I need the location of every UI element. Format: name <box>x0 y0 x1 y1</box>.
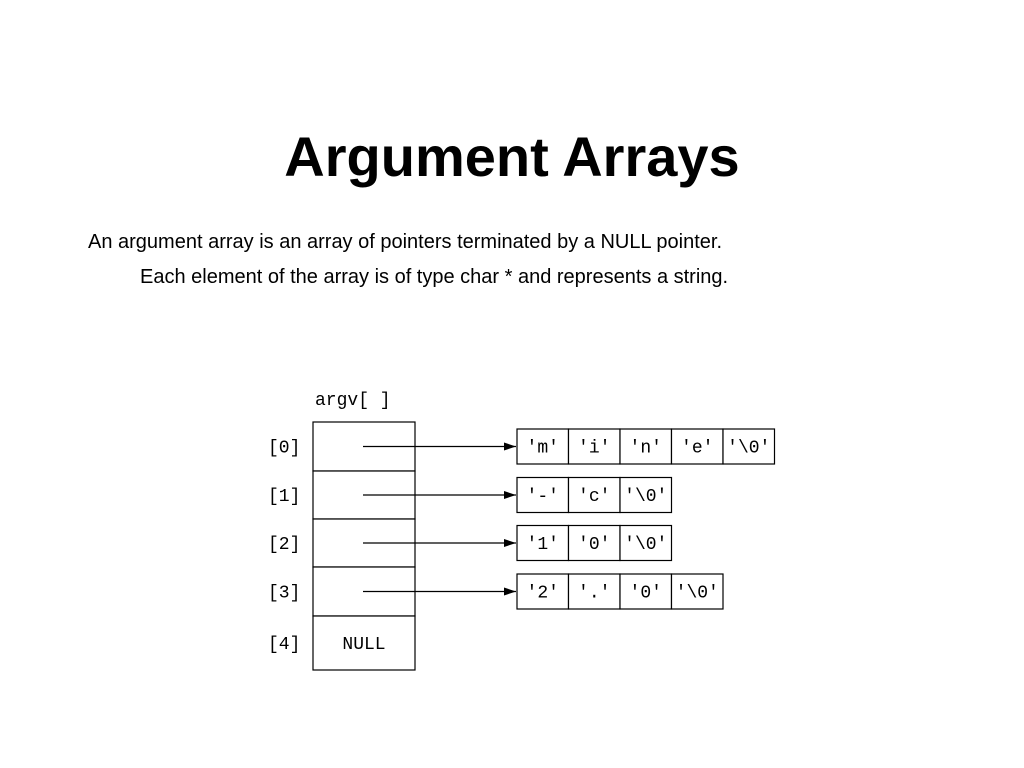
description-line-2: Each element of the array is of type cha… <box>140 266 729 288</box>
char-cell <box>619 524 673 562</box>
array-label: argv[ ] <box>315 391 391 411</box>
char-cell <box>670 573 724 610</box>
description-line-1: An argument array is an array of pointer… <box>88 231 723 253</box>
char-label: '.' <box>578 584 610 604</box>
char-cell <box>567 428 621 465</box>
char-label: '\0' <box>727 439 770 459</box>
char-label: '0' <box>578 535 610 555</box>
char-cell <box>516 428 570 465</box>
char-cell <box>516 573 570 610</box>
argv-slots: [0] 'm' 'i' 'n' 'e' '\0' [1] '-' 'c' '\0' [2] '1' '0… <box>268 421 776 671</box>
char-label: 'n' <box>630 439 662 459</box>
slide-title: Argument Arrays <box>284 125 740 188</box>
char-cell <box>619 476 673 514</box>
char-label: 'm' <box>527 439 559 459</box>
char-cell <box>722 428 776 465</box>
index-label: [0] <box>268 439 300 459</box>
char-cell <box>619 428 673 465</box>
index-label: [1] <box>268 487 300 507</box>
char-cell <box>516 524 570 562</box>
char-label: 'c' <box>578 487 610 507</box>
argv-cell <box>312 615 416 671</box>
char-label: 'i' <box>578 439 610 459</box>
index-label: [3] <box>268 584 300 604</box>
null-terminator: NULL <box>342 635 385 655</box>
char-label: '\0' <box>676 584 719 604</box>
char-cell <box>670 428 724 465</box>
char-label: 'e' <box>681 439 713 459</box>
index-label: [4] <box>268 635 300 655</box>
char-cell <box>567 476 621 514</box>
char-label: '2' <box>527 584 559 604</box>
index-label: [2] <box>268 535 300 555</box>
char-label: '\0' <box>624 487 667 507</box>
char-label: '-' <box>527 487 559 507</box>
char-label: '1' <box>527 535 559 555</box>
char-label: '\0' <box>624 535 667 555</box>
char-label: '0' <box>630 584 662 604</box>
char-cell <box>567 573 621 610</box>
